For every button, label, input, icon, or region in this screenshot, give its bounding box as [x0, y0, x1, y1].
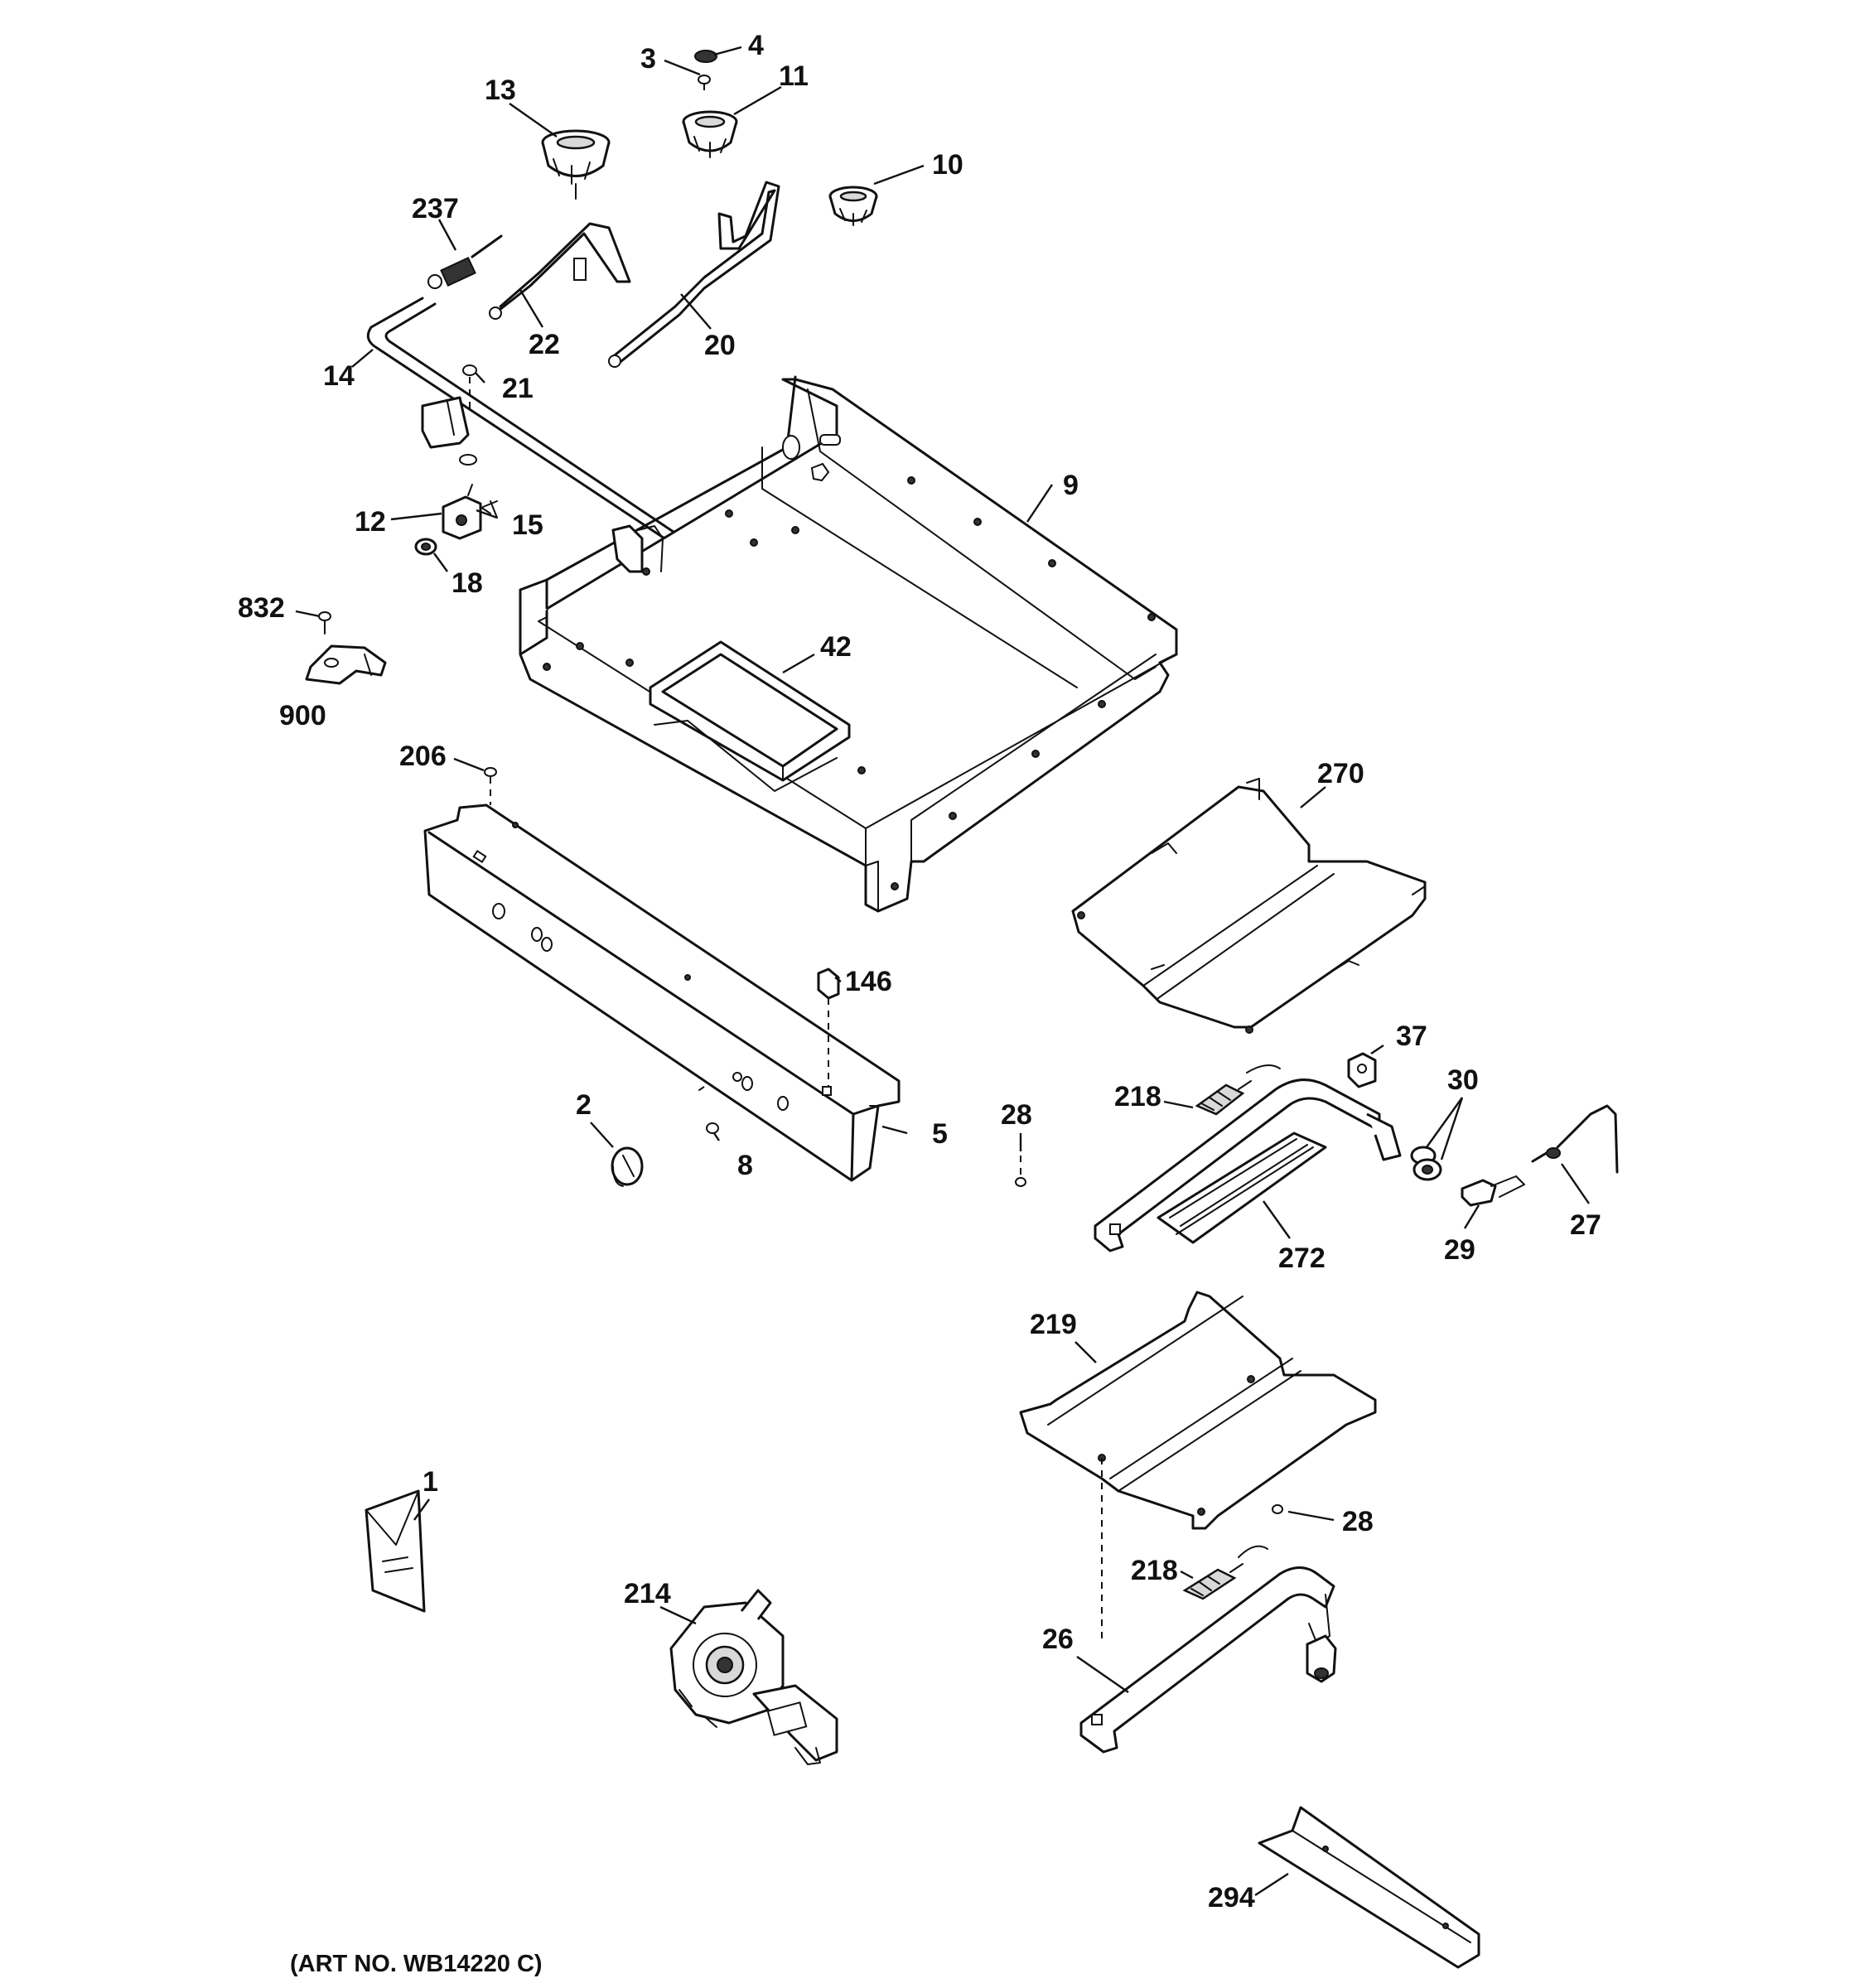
clip-146 — [817, 967, 840, 1096]
screw-832 — [318, 611, 331, 635]
callout-20: 20 — [704, 330, 736, 361]
burner-box-9 — [519, 375, 1178, 913]
callout-218b: 218 — [1131, 1555, 1178, 1586]
cover-plate-42 — [649, 640, 851, 792]
callout-12: 12 — [355, 506, 386, 538]
gas-tube-20 — [608, 181, 780, 368]
callout-832: 832 — [238, 592, 285, 624]
callout-218a: 218 — [1114, 1081, 1161, 1112]
elbow-29 — [1461, 1175, 1525, 1207]
burner-head-10 — [828, 186, 878, 226]
burner-cap-nut-4 — [694, 50, 717, 63]
gas-tube-22 — [489, 222, 631, 320]
screw-28-lower — [1272, 1504, 1283, 1514]
burner-tube-26 — [1079, 1566, 1337, 1754]
callout-237: 237 — [412, 193, 459, 224]
shield-219 — [1019, 1291, 1377, 1644]
callout-28b: 28 — [1342, 1506, 1374, 1537]
bracket-900 — [305, 644, 387, 685]
callout-37: 37 — [1396, 1021, 1427, 1052]
igniter-218-upper — [1195, 1064, 1281, 1116]
callout-30: 30 — [1447, 1064, 1479, 1096]
burner-tube-upper — [1094, 1078, 1402, 1252]
screw-21 — [462, 364, 477, 410]
bracket-294 — [1258, 1806, 1480, 1969]
nut-18 — [414, 538, 437, 556]
callout-146: 146 — [845, 966, 892, 997]
callout-21: 21 — [502, 373, 534, 404]
callout-29: 29 — [1444, 1234, 1475, 1266]
callout-10: 10 — [932, 149, 963, 181]
callout-27: 27 — [1570, 1209, 1601, 1241]
callout-11: 11 — [779, 60, 809, 92]
manual-envelope-1 — [365, 1489, 426, 1613]
callout-18: 18 — [452, 567, 483, 599]
mount-bracket — [421, 396, 477, 466]
screw-28-upper — [1015, 1156, 1026, 1187]
callout-9: 9 — [1063, 470, 1079, 501]
gas-valve-214 — [669, 1589, 838, 1765]
callout-270: 270 — [1317, 758, 1364, 789]
callout-294: 294 — [1208, 1882, 1255, 1913]
fitting-237 — [427, 234, 503, 289]
callout-22: 22 — [529, 329, 560, 360]
callout-1: 1 — [423, 1466, 438, 1498]
spreader-272 — [1157, 1132, 1327, 1244]
screw-206 — [484, 767, 497, 805]
callout-4: 4 — [748, 30, 764, 61]
manifold-panel-5 — [423, 803, 901, 1182]
callout-13: 13 — [485, 75, 516, 106]
callout-28a: 28 — [1001, 1099, 1032, 1131]
screw-8 — [706, 1122, 719, 1134]
knob-2 — [611, 1146, 644, 1187]
callout-15: 15 — [512, 509, 543, 541]
callout-labels: 13 3 4 11 10 237 14 21 22 20 9 12 15 18 … — [238, 30, 1601, 1913]
orifice-15 — [480, 500, 498, 519]
callout-14: 14 — [323, 360, 355, 392]
callout-3: 3 — [640, 43, 656, 75]
callout-219: 219 — [1030, 1309, 1077, 1340]
leader-lines — [295, 46, 1590, 1897]
callout-206: 206 — [399, 741, 447, 772]
bracket-37 — [1347, 1052, 1377, 1088]
burner-screw-3 — [698, 75, 711, 95]
callout-272: 272 — [1278, 1242, 1326, 1274]
shield-270 — [1071, 778, 1427, 1034]
callout-900: 900 — [279, 700, 326, 731]
burner-head-13 — [541, 129, 611, 200]
callout-8: 8 — [737, 1150, 753, 1181]
callout-5: 5 — [932, 1118, 948, 1150]
gas-tube-27 — [1531, 1104, 1619, 1174]
air-shutter-30 — [1410, 1146, 1442, 1181]
burner-head-11 — [682, 110, 738, 158]
callout-42: 42 — [820, 631, 852, 663]
callout-2: 2 — [576, 1089, 592, 1121]
callout-26: 26 — [1042, 1624, 1074, 1655]
art-number-caption: (ART NO. WB14220 C) — [290, 1951, 543, 1977]
callout-214: 214 — [624, 1578, 671, 1609]
igniter-218-lower — [1182, 1545, 1268, 1600]
valve-12 — [442, 484, 498, 540]
